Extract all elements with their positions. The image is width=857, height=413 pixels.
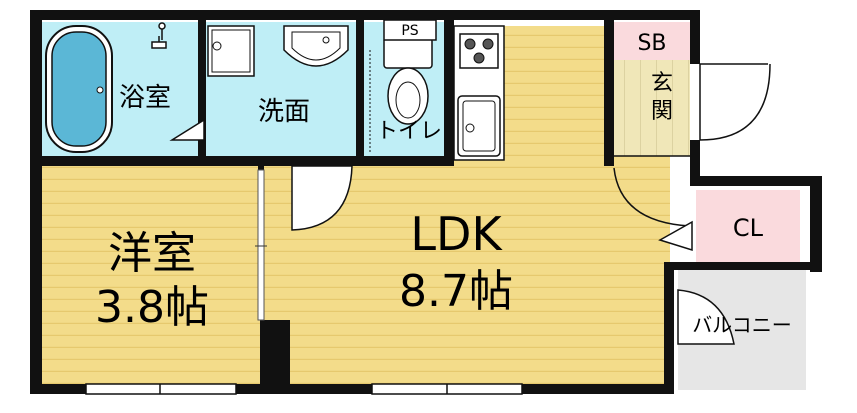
wash-basin: [283, 25, 349, 67]
bathtub-water: [51, 31, 107, 147]
wash-basin-bowl: [291, 31, 341, 61]
wash-basin-drain: [322, 36, 330, 44]
entrance-label-2: 関: [651, 99, 673, 124]
balcony-door: [677, 289, 735, 345]
washroom-door: [291, 165, 353, 231]
toilet-tank: [383, 37, 433, 69]
entrance-floor: [614, 60, 690, 156]
balcony-label: バルコニー: [692, 313, 792, 337]
toilet-bowl-inner: [395, 81, 421, 119]
western-room-size: 3.8帖: [95, 282, 209, 333]
kitchen-sink: [457, 95, 501, 157]
bathroom-door: [169, 118, 205, 141]
window-western: [85, 383, 237, 395]
western-room-floor: [42, 166, 264, 384]
bathroom-label: 浴室: [119, 83, 171, 113]
ldk-label: LDK: [410, 207, 503, 261]
shoe-box-area: [614, 22, 690, 60]
ldk-size: 8.7帖: [399, 266, 513, 317]
pipe-space-label: PS: [401, 23, 418, 39]
closet-door: [658, 220, 693, 252]
stove-icon: [459, 33, 499, 69]
pipe-space-box: [383, 19, 437, 41]
entrance-label-1: 玄: [651, 71, 673, 96]
entrance-inner-door: [613, 167, 691, 227]
bathtub-drain: [96, 86, 104, 94]
washroom-label: 洗面: [258, 97, 310, 127]
closet-floor: [696, 190, 800, 262]
washing-machine-pan: [207, 25, 255, 77]
toilet-label: トイレ: [376, 119, 442, 144]
ldk-floor-extension: [608, 166, 670, 266]
washing-machine-drain: [212, 41, 222, 51]
sliding-partition: [257, 169, 265, 321]
shower-icon: [151, 22, 167, 49]
entrance-door: [699, 63, 771, 141]
closet-label: CL: [733, 214, 764, 242]
washing-machine-pan-inner: [211, 29, 251, 73]
toilet-bowl: [387, 67, 429, 125]
shoe-box-label: SB: [637, 31, 666, 56]
western-room-label: 洋室: [108, 228, 196, 279]
